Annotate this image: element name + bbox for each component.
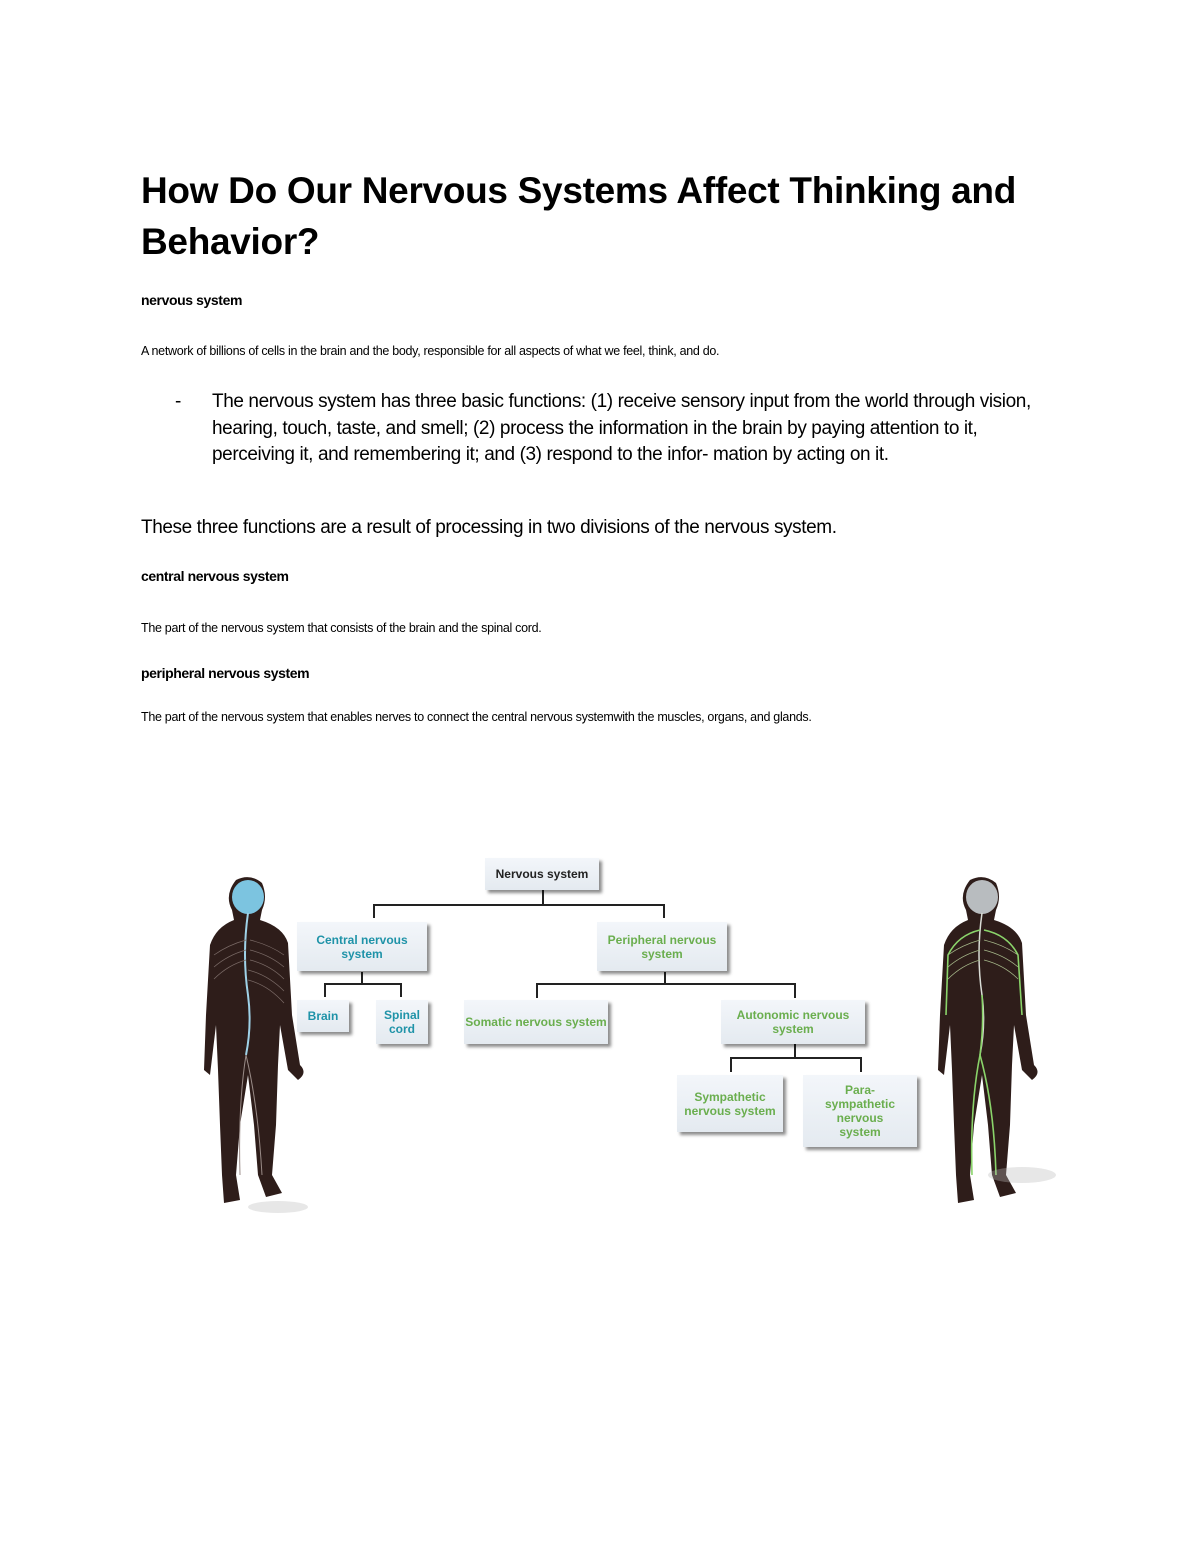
- definition-central-nervous-system: The part of the nervous system that cons…: [141, 621, 542, 635]
- connector-line: [536, 983, 538, 998]
- connector-line: [663, 904, 665, 918]
- term-nervous-system: nervous system: [141, 292, 243, 308]
- node-somatic-nervous-system: Somatic nervous system: [464, 1000, 608, 1044]
- connector-line: [324, 983, 326, 997]
- page-title: How Do Our Nervous Systems Affect Thinki…: [141, 170, 1017, 262]
- connector-line: [794, 1043, 796, 1058]
- definition-nervous-system: A network of billions of cells in the br…: [141, 344, 720, 358]
- connector-line: [794, 983, 796, 998]
- node-nervous-system: Nervous system: [485, 858, 599, 890]
- term-peripheral-nervous-system: peripheral nervous system: [141, 665, 310, 681]
- human-figure-pns-icon: [938, 877, 1056, 1203]
- connector-line: [373, 904, 665, 906]
- node-sympathetic-nervous-system: Sympathetic nervous system: [677, 1075, 783, 1132]
- bullet-marker: -: [175, 391, 181, 412]
- connector-line: [730, 1057, 862, 1059]
- bullet-text: The nervous system has three basic funct…: [212, 391, 1031, 465]
- node-parasympathetic-nervous-system: Para- sympathetic nervous system: [803, 1075, 917, 1147]
- paragraph: These three functions are a result of pr…: [141, 517, 837, 538]
- connector-line: [400, 983, 402, 997]
- connector-line: [373, 904, 375, 918]
- connector-line: [860, 1057, 862, 1072]
- node-spinal-cord: Spinal cord: [376, 1000, 428, 1044]
- connector-line: [542, 890, 544, 905]
- nervous-system-diagram: Nervous system Central nervous system Pe…: [180, 850, 1070, 1220]
- human-figure-cns-icon: [204, 877, 308, 1213]
- connector-line: [664, 972, 666, 984]
- node-peripheral-nervous-system: Peripheral nervous system: [597, 922, 727, 971]
- connector-line: [324, 983, 402, 985]
- node-central-nervous-system: Central nervous system: [297, 922, 427, 971]
- term-central-nervous-system: central nervous system: [141, 568, 289, 584]
- connector-line: [536, 983, 796, 985]
- node-brain: Brain: [297, 1000, 349, 1032]
- definition-peripheral-nervous-system: The part of the nervous system that enab…: [141, 710, 812, 724]
- node-autonomic-nervous-system: Autonomic nervous system: [721, 1000, 865, 1044]
- connector-line: [730, 1057, 732, 1072]
- connector-line: [361, 972, 363, 984]
